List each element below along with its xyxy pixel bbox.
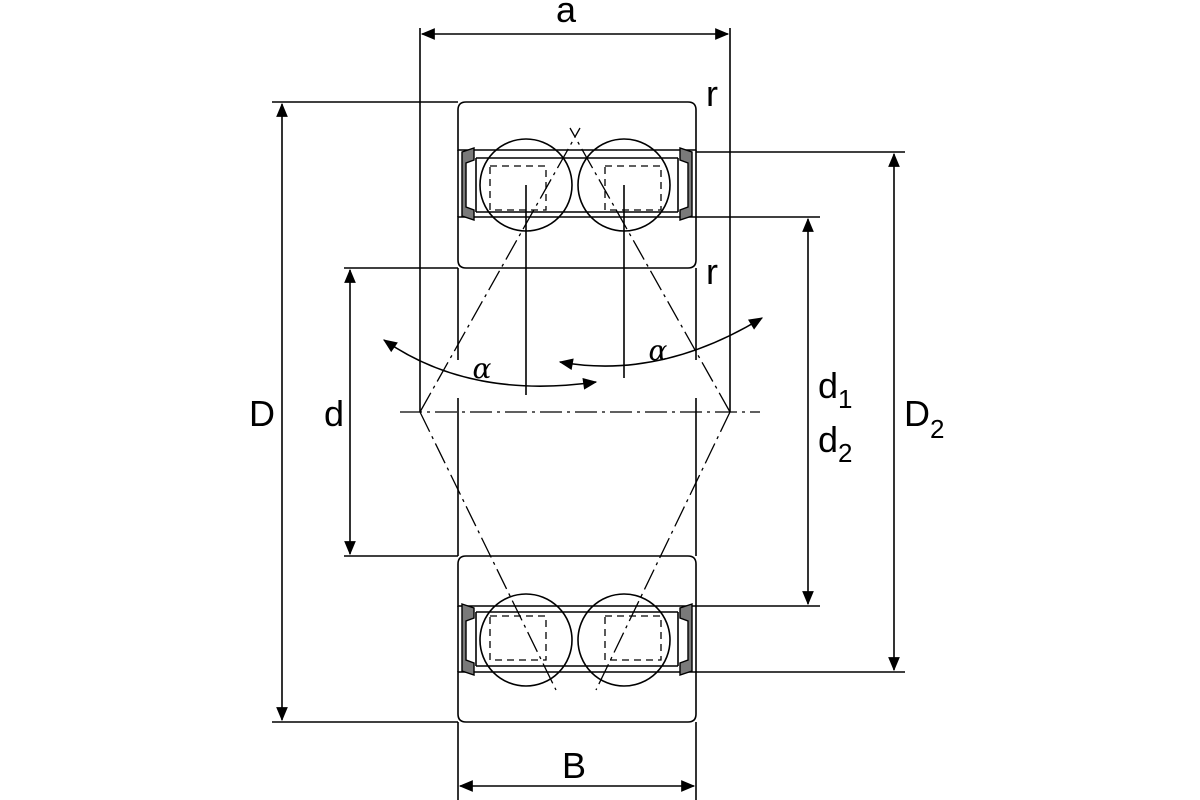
- label-r-top: r: [706, 73, 718, 114]
- label-r-mid: r: [706, 251, 718, 292]
- outer-ring-upper: [457, 101, 697, 151]
- ball-lower-left: [479, 593, 573, 687]
- label-alpha-right: α: [649, 334, 668, 367]
- outer-ring-lower: [457, 671, 697, 723]
- label-alpha-left: α: [473, 352, 492, 385]
- contact-angle-arcs: [383, 317, 763, 390]
- raceway-walls: [457, 150, 697, 672]
- extension-lines: [272, 28, 905, 800]
- cage-lower: [475, 611, 679, 667]
- label-d: d: [324, 393, 344, 434]
- label-D: D: [249, 393, 275, 434]
- label-d1: d1: [818, 365, 853, 414]
- inner-ring-upper: [457, 216, 697, 269]
- cage-upper: [475, 157, 679, 213]
- dimension-lines: [276, 28, 900, 792]
- label-B: B: [562, 745, 586, 786]
- ball-lower-right: [577, 593, 671, 687]
- seals: [461, 147, 693, 676]
- label-a: a: [556, 0, 577, 30]
- label-D2: D2: [904, 393, 944, 444]
- label-d2: d2: [818, 419, 853, 468]
